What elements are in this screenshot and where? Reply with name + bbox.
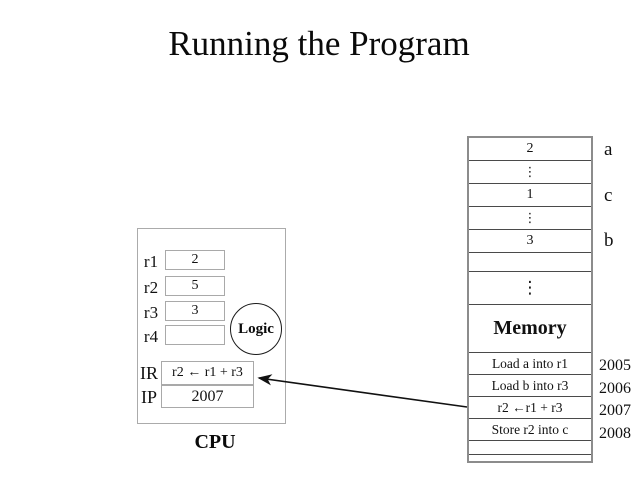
cpu-caption: CPU [194, 431, 236, 453]
memory-cell-empty [469, 441, 591, 455]
var-label-c: c [604, 185, 613, 206]
register-label-r4: r4 [143, 327, 159, 346]
address-2007: 2007 [599, 402, 631, 419]
var-label-a: a [604, 139, 613, 160]
register-label-r2: r2 [143, 278, 159, 297]
vertical-ellipsis: ⋮ [469, 272, 591, 305]
memory-cell-b: 3 [469, 230, 591, 253]
memory-caption: Memory [469, 305, 591, 353]
ip-label: IP [140, 387, 157, 407]
register-value-r2: 5 [165, 276, 225, 296]
logic-unit: Logic [230, 303, 282, 355]
var-label-b: b [604, 230, 614, 251]
memory-cell-empty [469, 455, 591, 461]
memory-cell-c: 1 [469, 184, 591, 207]
memory-instruction-1: Load a into r1 [469, 353, 591, 375]
ip-value: 2007 [161, 385, 254, 408]
register-value-r4 [165, 325, 225, 345]
register-value-r1: 2 [165, 250, 225, 270]
ir-label: IR [140, 363, 158, 383]
register-label-r1: r1 [143, 252, 159, 271]
address-2008: 2008 [599, 425, 631, 442]
memory-instruction-3: r2 ←r1 + r3 [469, 397, 591, 419]
slide-title: Running the Program [168, 24, 470, 63]
register-label-r3: r3 [143, 303, 159, 322]
vertical-ellipsis: ⋮ [469, 161, 591, 184]
vertical-ellipsis: ⋮ [469, 207, 591, 230]
memory-instruction-2: Load b into r3 [469, 375, 591, 397]
ir-value: r2 ← r1 + r3 [161, 361, 254, 385]
logic-label: Logic [238, 320, 274, 337]
memory-instruction-4: Store r2 into c [469, 419, 591, 441]
memory-cell-a: 2 [469, 138, 591, 161]
address-2006: 2006 [599, 380, 631, 397]
memory-table: 2 ⋮ 1 ⋮ 3 ⋮ Memory Load a into r1 Load b… [467, 136, 593, 463]
register-value-r3: 3 [165, 301, 225, 321]
memory-cell-empty [469, 253, 591, 272]
address-2005: 2005 [599, 357, 631, 374]
